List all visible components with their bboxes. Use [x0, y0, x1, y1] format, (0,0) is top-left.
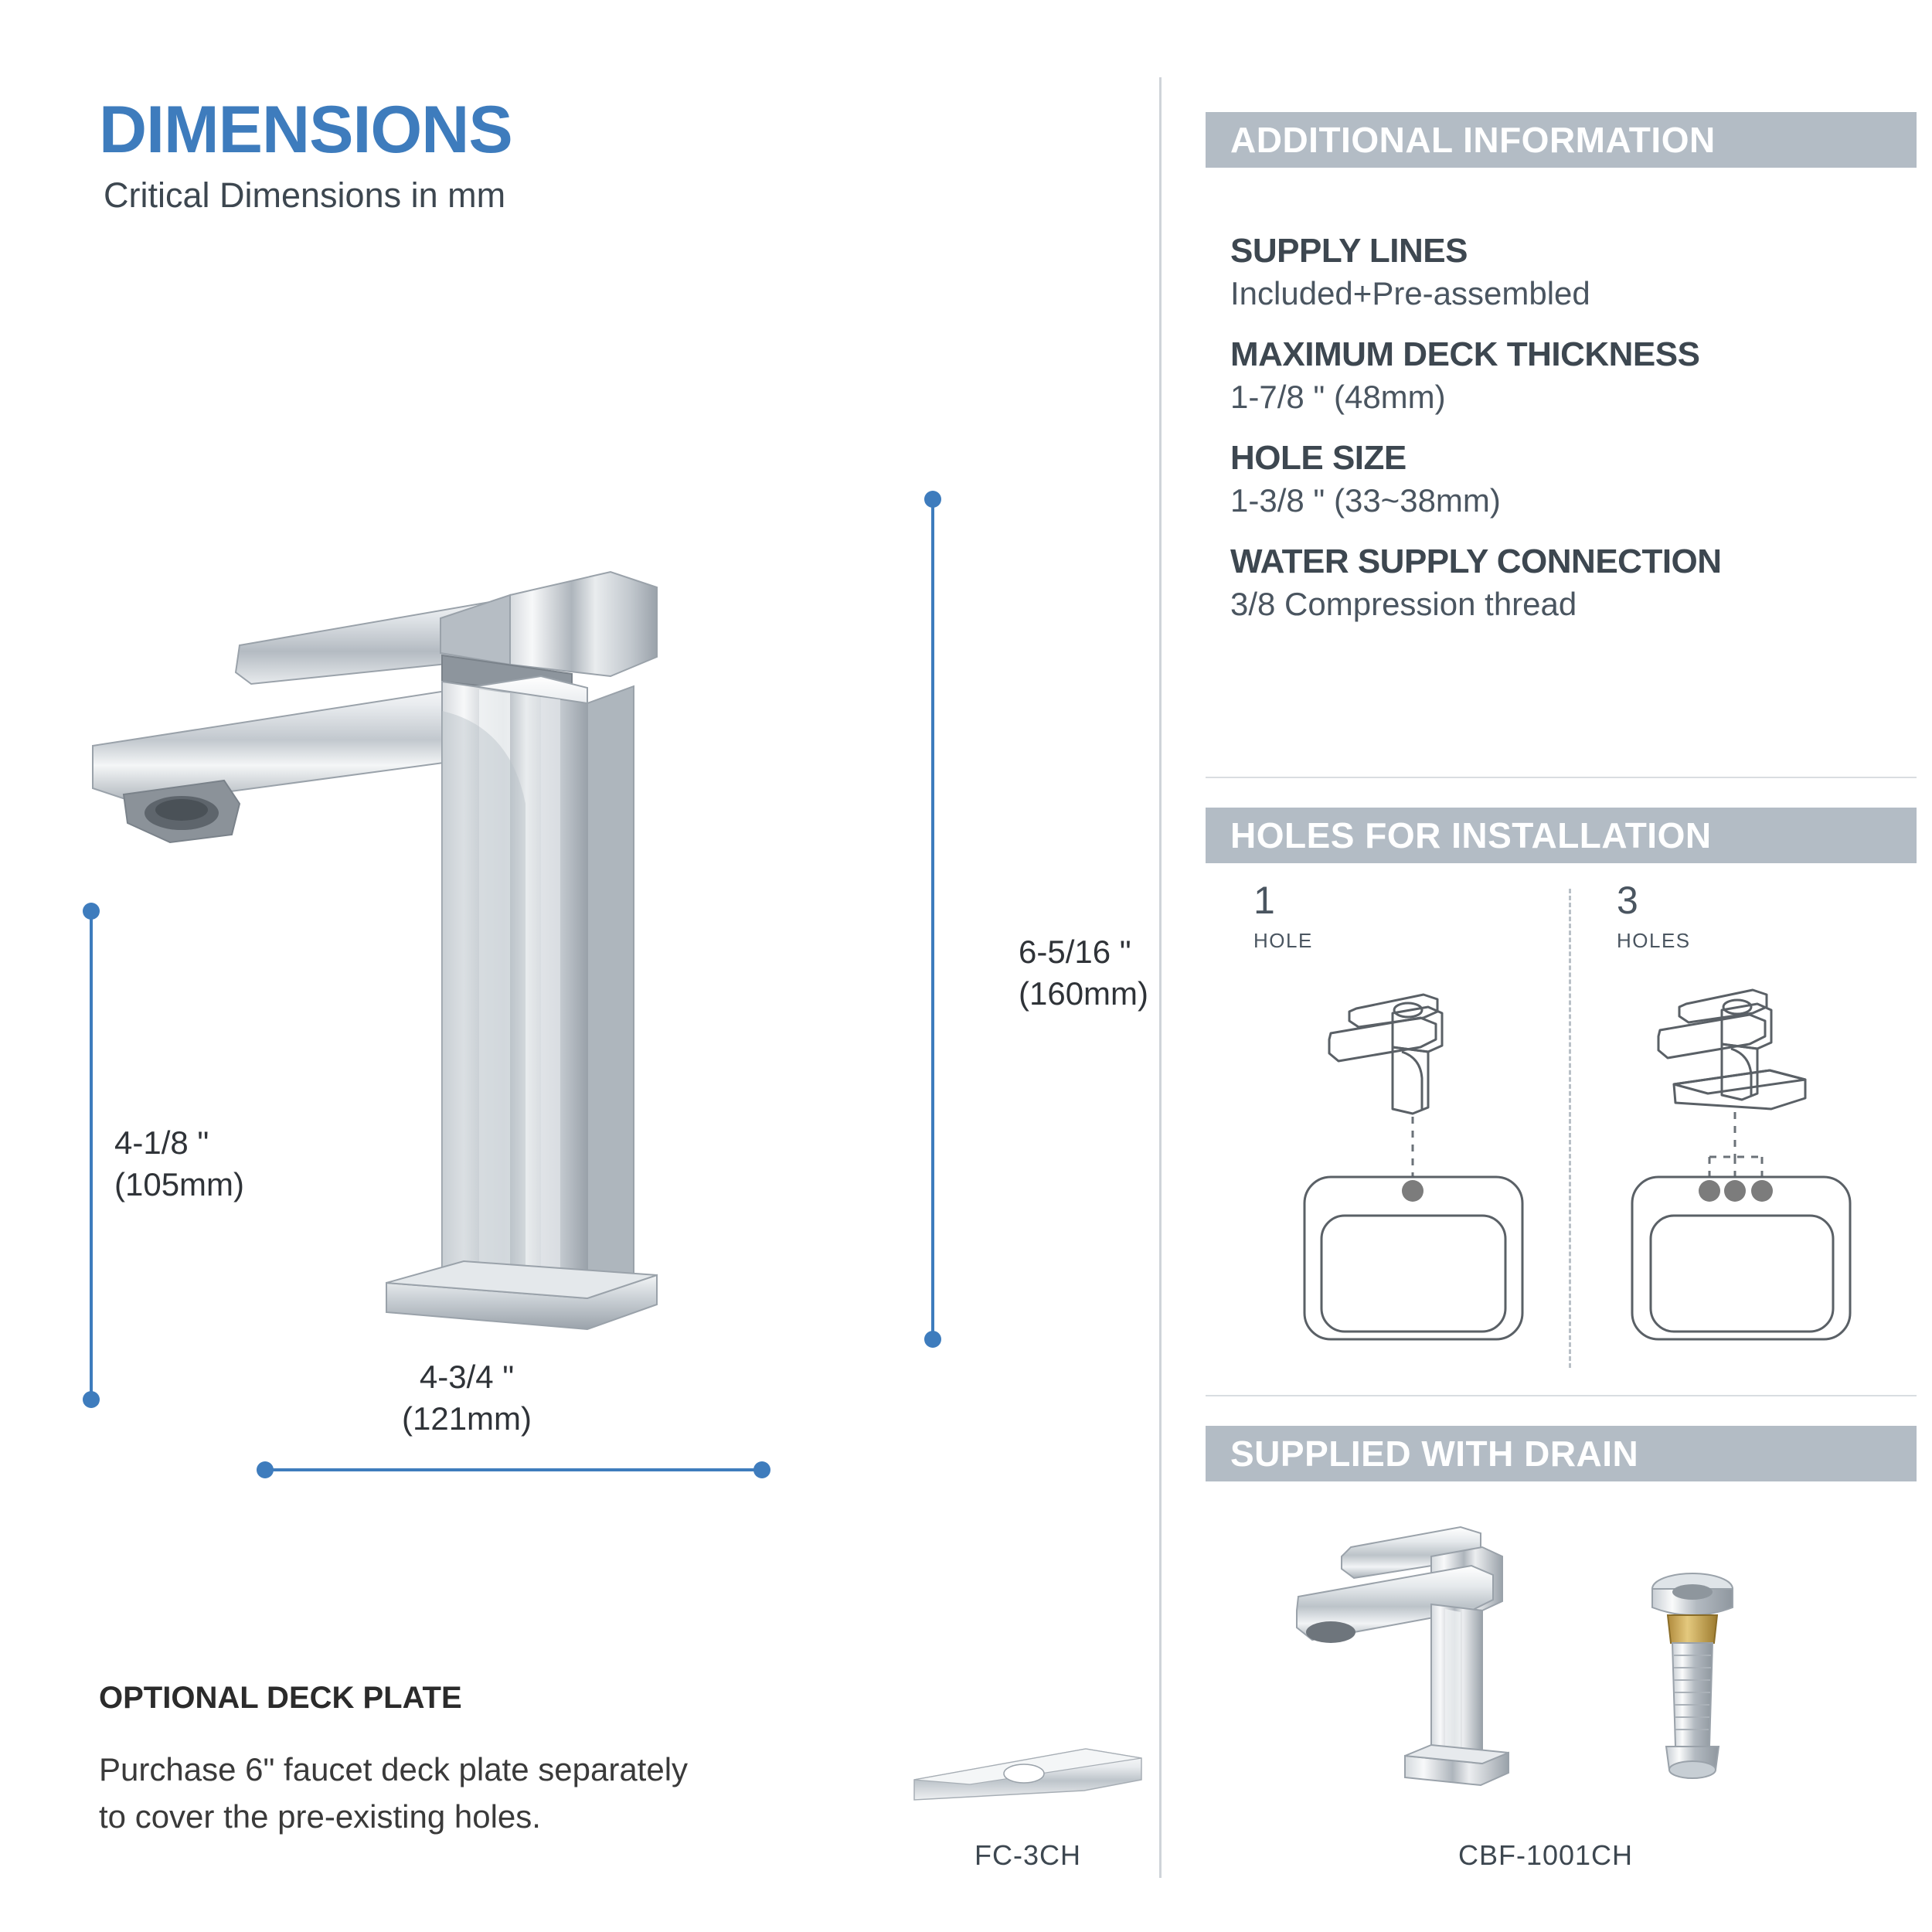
holes-for-installation-diagrams: 1 HOLE: [1206, 881, 1917, 1391]
spec-item-supply-lines: SUPPLY LINES Included+Pre-assembled: [1230, 232, 1926, 312]
faucet-dimension-illustration: [92, 570, 658, 1331]
section-separator-2: [1206, 1395, 1917, 1396]
hole-count-number: 3: [1617, 879, 1638, 922]
spec-value: Included+Pre-assembled: [1230, 275, 1590, 311]
section-header-additional-information-label: ADDITIONAL INFORMATION: [1230, 120, 1716, 160]
spec-item-maximum-deck-thickness: MAXIMUM DECK THICKNESS 1-7/8 " (48mm): [1230, 335, 1926, 416]
information-panel: ADDITIONAL INFORMATION SUPPLY LINES Incl…: [1190, 0, 1932, 1932]
spec-item-water-supply-connection: WATER SUPPLY CONNECTION 3/8 Compression …: [1230, 543, 1926, 623]
page-title: DIMENSIONS: [99, 93, 513, 167]
hole-count-unit: HOLE: [1253, 929, 1313, 952]
dim-reach-line: [265, 1468, 760, 1471]
section-header-holes-for-installation: HOLES FOR INSTALLATION: [1206, 808, 1917, 863]
spec-term: MAXIMUM DECK THICKNESS: [1230, 335, 1700, 373]
spec-term: SUPPLY LINES: [1230, 232, 1468, 270]
section-header-supplied-with-drain: SUPPLIED WITH DRAIN: [1206, 1426, 1917, 1481]
holes-column-divider: [1569, 889, 1571, 1368]
three-hole-installation-diagram: [1631, 988, 1852, 1341]
dim-height-label: 6-5/16 " (160mm): [1019, 934, 1149, 1012]
panel-divider: [1159, 77, 1162, 1878]
spec-term: HOLE SIZE: [1230, 439, 1406, 477]
spec-term: WATER SUPPLY CONNECTION: [1230, 543, 1722, 580]
dim-reach-label: 4-3/4 " (121mm): [402, 1359, 532, 1437]
spec-value: 3/8 Compression thread: [1230, 586, 1577, 622]
drain-model-caption: CBF-1001CH: [1458, 1839, 1634, 1871]
page-subtitle: Critical Dimensions in mm: [104, 175, 506, 215]
title-block: DIMENSIONS Critical Dimensions in mm: [99, 93, 513, 216]
dim-height-line: [931, 499, 934, 1338]
deck-plate-heading: OPTIONAL DECK PLATE: [99, 1681, 462, 1715]
section-header-holes-for-installation-label: HOLES FOR INSTALLATION: [1230, 815, 1712, 855]
section-header-supplied-with-drain-label: SUPPLIED WITH DRAIN: [1230, 1434, 1639, 1474]
dim-spout-height-label: 4-1/8 " (105mm): [114, 1124, 245, 1202]
deck-plate-product-image: [913, 1748, 1142, 1801]
hole-option-3-holes: 3 HOLES: [1577, 881, 1917, 1391]
dim-spout-line: [90, 911, 93, 1398]
dim-spout-dot-bottom: [83, 1391, 100, 1408]
spec-item-hole-size: HOLE SIZE 1-3/8 " (33~38mm): [1230, 439, 1926, 519]
drain-product-image-area: [1206, 1492, 1917, 1862]
spec-value: 1-3/8 " (33~38mm): [1230, 482, 1501, 519]
section-header-additional-information: ADDITIONAL INFORMATION: [1206, 112, 1917, 168]
sink-hole-dot: [1751, 1180, 1773, 1202]
section-separator-1: [1206, 777, 1917, 778]
optional-deck-plate-block: OPTIONAL DECK PLATE Purchase 6" faucet d…: [99, 1681, 841, 1841]
dim-reach-dot-right: [753, 1461, 770, 1478]
hole-option-1-hole: 1 HOLE: [1213, 881, 1553, 1391]
dim-height-dot-bottom: [924, 1331, 941, 1348]
hole-count-number: 1: [1253, 879, 1275, 922]
deck-plate-model-caption: FC-3CH: [975, 1839, 1081, 1871]
specification-list: SUPPLY LINES Included+Pre-assembled MAXI…: [1230, 232, 1926, 646]
deck-plate-description: Purchase 6" faucet deck plate separately…: [99, 1751, 689, 1835]
faucet-with-drain-product-image: [1296, 1526, 1733, 1787]
sink-hole-dot: [1402, 1180, 1423, 1202]
spec-value: 1-7/8 " (48mm): [1230, 379, 1446, 415]
dimensions-panel: DIMENSIONS Critical Dimensions in mm: [83, 93, 1149, 1871]
sink-hole-dot: [1699, 1180, 1720, 1202]
one-hole-installation-diagram: [1303, 993, 1524, 1341]
sink-hole-dot: [1724, 1180, 1746, 1202]
hole-count-unit: HOLES: [1617, 929, 1691, 952]
